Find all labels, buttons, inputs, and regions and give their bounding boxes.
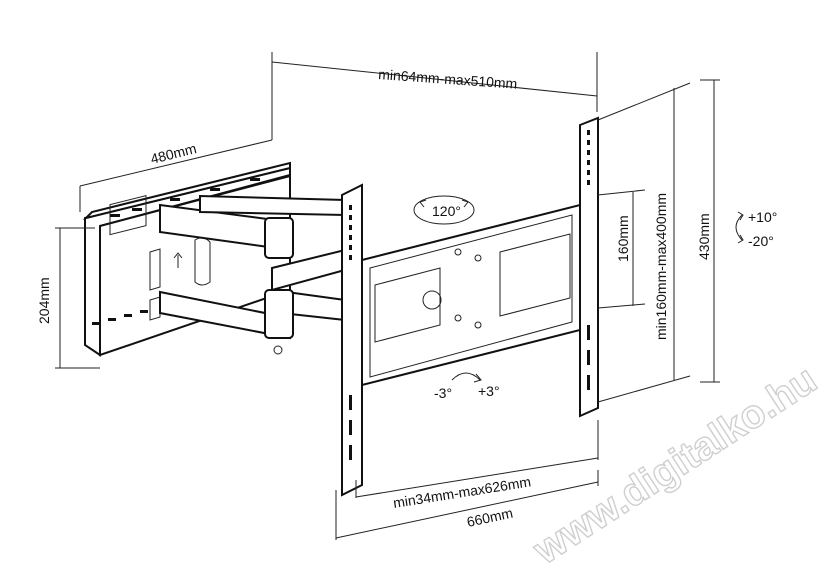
rotate-left-label: -3° <box>434 385 452 401</box>
tilt-indicator <box>735 211 744 244</box>
right-rail-holes <box>587 130 590 390</box>
top-width-label: min64mm-max510mm <box>378 66 518 92</box>
rotate-right-label: +3° <box>478 383 500 399</box>
right-vesa-rail <box>579 116 599 418</box>
inner-vertical-label: 160mm <box>615 215 631 262</box>
rotation-indicator <box>451 372 482 383</box>
left-rail-holes <box>349 205 352 460</box>
tilt-down-label: -20° <box>748 233 774 249</box>
middle-plate <box>341 183 581 497</box>
arm-depth-label: 480mm <box>149 140 198 167</box>
swivel-label: 120° <box>432 203 461 219</box>
dimension-lines <box>55 52 720 540</box>
watermark-text: www.digitalko.hu <box>525 357 824 573</box>
swivel-indicator <box>413 195 475 225</box>
plate-height-label: 430mm <box>696 213 712 260</box>
wall-height-label: 204mm <box>36 277 52 324</box>
wall-slots <box>92 178 260 325</box>
vesa-vertical-label: min160mm-max400mm <box>653 193 669 340</box>
tilt-up-label: +10° <box>748 209 777 225</box>
articulating-arms <box>159 194 346 355</box>
